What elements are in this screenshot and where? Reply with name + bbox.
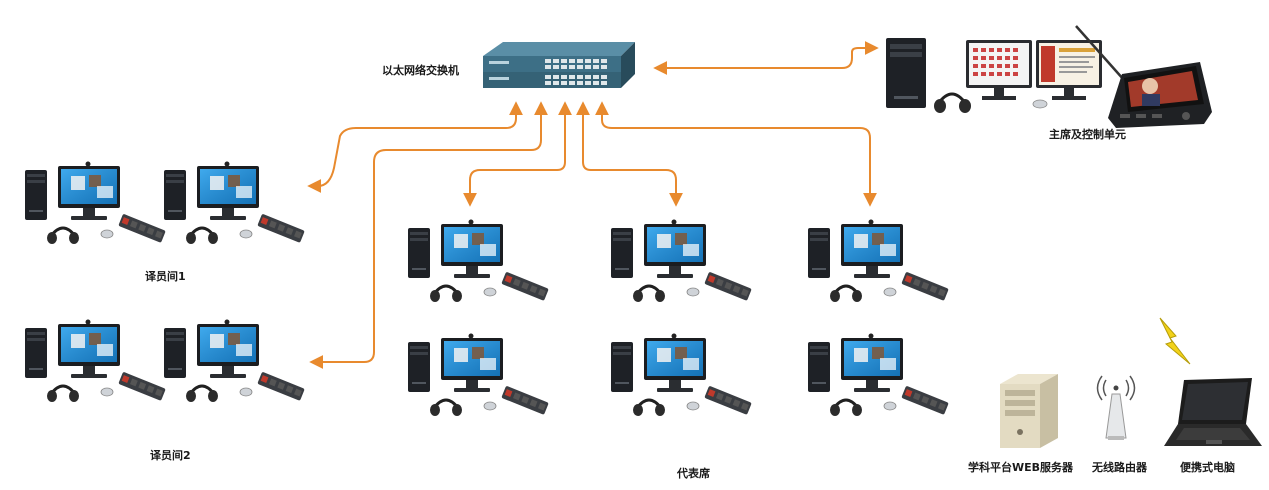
link-chairman: [653, 41, 879, 75]
delegate-seat-1: [406, 218, 551, 304]
wireless-router-icon: [1096, 375, 1136, 440]
switch-label: 以太网络交换机: [382, 64, 459, 77]
link-booth1: [307, 101, 523, 193]
web-server-label: 学科平台WEB服务器: [968, 461, 1074, 474]
delegate-seat-2: [609, 218, 754, 304]
booth2-workstation-a: [23, 318, 168, 404]
ethernet-switch: [483, 42, 635, 88]
delegate-seat-6: [806, 332, 951, 418]
booth1-workstation-b: [162, 160, 307, 246]
booth1-workstation-a: [23, 160, 168, 246]
link-delegate-2: [576, 101, 683, 207]
link-delegate-1: [463, 101, 572, 207]
network-switch-icon: [483, 42, 635, 88]
laptop-label: 便携式电脑: [1180, 461, 1235, 474]
delegates-label: 代表席: [677, 467, 710, 480]
chairman-label: 主席及控制单元: [1049, 128, 1126, 141]
booth1-label: 译员间1: [145, 270, 186, 283]
delegate-seat-3: [806, 218, 951, 304]
lightning-bolt-icon: [1159, 317, 1191, 365]
booth2-label: 译员间2: [150, 449, 191, 462]
booth2-workstation-b: [162, 318, 307, 404]
server-tower-icon: [1000, 374, 1058, 448]
link-delegate-3: [595, 101, 877, 207]
chairman-unit: [886, 25, 1212, 128]
desktop-workstation-icon: [886, 38, 926, 108]
delegate-seat-4: [406, 332, 551, 418]
delegate-seat-5: [609, 332, 754, 418]
router-label: 无线路由器: [1092, 461, 1147, 474]
links: [307, 41, 879, 369]
laptop-icon: [1164, 378, 1262, 446]
